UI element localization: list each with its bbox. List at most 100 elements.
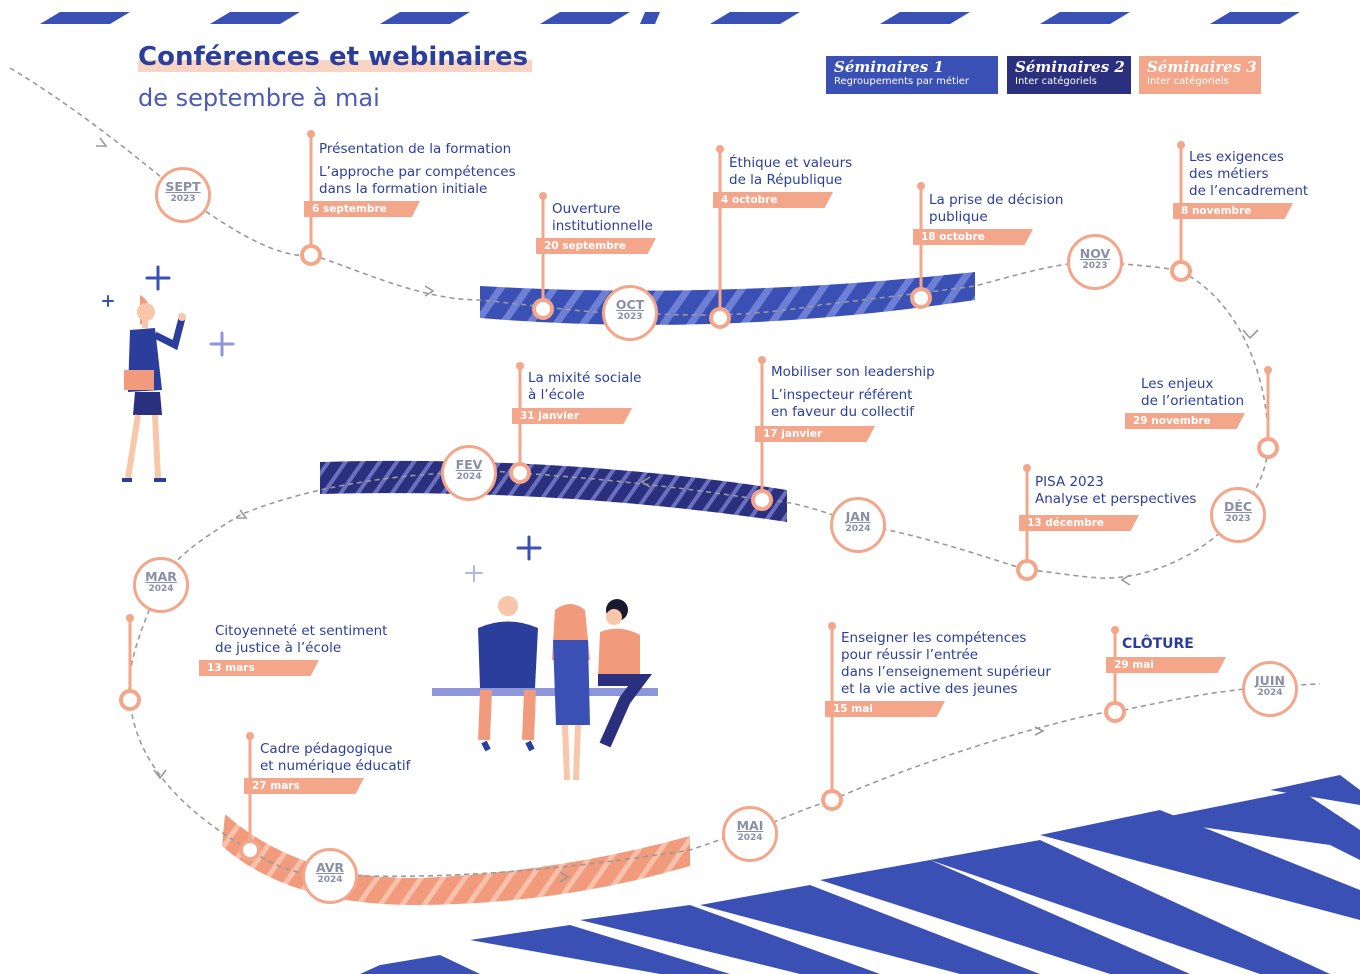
date-tag: 13 mars [199,660,319,676]
pin-head [307,130,315,138]
event-node [751,489,773,511]
date-tag: 18 octobre [913,229,1033,245]
month-label: OCT [615,297,645,312]
event-17-janvier: Mobiliser son leadership L’inspecteur ré… [771,364,935,421]
event-line: Ouverture [552,201,621,217]
event-20-septembre: Ouverture institutionnelle [552,201,653,235]
event-line: Cadre pédagogique [260,741,393,757]
date-tag: 29 mai [1106,657,1226,673]
page-title: Conférences et webinaires [138,42,533,72]
event-line: La prise de décision [929,192,1064,208]
band-seminaires-2 [320,460,787,522]
pin-head [516,362,524,370]
legend-name: Séminaires 1 [834,58,944,76]
date-tag: 13 décembre [1019,515,1139,531]
month-label: MAI [736,818,764,833]
month-year: 2024 [148,584,174,594]
month-label: JUIN [1255,673,1285,688]
date-tag: 8 novembre [1173,203,1293,219]
pin-head [1111,626,1119,634]
event-line: de justice à l’école [215,640,342,656]
legend-seminaires-3: Séminaires 3 Inter catégoriels [1139,56,1261,94]
plus-decorations [102,265,542,582]
event-13-decembre: PISA 2023 Analyse et perspectives [1035,474,1196,508]
month-label: FEV [455,457,483,472]
month-year: 2023 [1225,514,1251,524]
event-line: Citoyenneté et sentiment [215,623,388,639]
legend-name: Séminaires 3 [1147,58,1257,76]
date-tag: 6 septembre [304,201,420,217]
event-line: dans l’enseignement supérieur [841,664,1051,680]
event-line: Éthique et valeurs [729,155,853,171]
event-line: dans la formation initiale [319,181,488,197]
month-label: JAN [845,509,871,524]
event-line: de l’encadrement [1189,183,1309,199]
event-15-mai: Enseigner les compétences pour réussir l… [841,630,1051,698]
month-year: 2023 [1082,261,1108,271]
month-label: SEPT [165,179,201,194]
event-line: publique [929,209,988,225]
event-line: en faveur du collectif [771,404,914,420]
group-illustration [432,596,658,781]
event-29-novembre: Les enjeux de l’orientation [1141,376,1244,410]
event-line: à l’école [528,387,585,403]
month-year: 2024 [317,875,343,885]
legend-desc: Regroupements par métier [834,76,970,87]
legend-desc: Inter catégoriels [1147,76,1229,87]
pin-head [758,356,766,364]
legend-seminaires-1: Séminaires 1 Regroupements par métier [826,56,998,94]
timeline-arrows [96,137,1259,883]
date-tag: 15 mai [825,701,945,717]
top-decoration [40,12,1300,24]
event-line: de l’orientation [1141,393,1245,409]
event-line: Présentation de la formation [319,141,512,157]
event-node [509,462,531,484]
month-year: 2024 [845,524,871,534]
event-line: Mobiliser son leadership [771,364,935,380]
legend-name: Séminaires 2 [1015,58,1125,76]
date-tag: 20 septembre [536,238,656,254]
month-label: NOV [1079,246,1111,261]
event-6-septembre: Présentation de la formation L’approche … [319,141,516,198]
month-year: 2024 [737,833,763,843]
event-node [910,287,932,309]
event-node [239,839,261,861]
date-tag: 29 novembre [1125,413,1245,429]
event-line: L’inspecteur référent [771,387,913,403]
event-line: et la vie active des jeunes [841,681,1018,697]
event-node [1016,559,1038,581]
event-line: Enseigner les compétences [841,630,1027,646]
pin-head [246,732,254,740]
pin-head [1264,366,1272,374]
event-line: et numérique éducatif [260,758,411,774]
legend-seminaires-2: Séminaires 2 Inter catégoriels [1007,56,1131,94]
month-year: 2023 [170,194,196,204]
pin-head [539,192,547,200]
event-18-octobre: La prise de décision publique [929,192,1063,226]
date-tag: 17 janvier [755,426,875,442]
woman-illustration [122,295,186,482]
month-label: AVR [315,860,345,875]
event-node [119,689,141,711]
pin-head [917,182,925,190]
pin-head [126,614,134,622]
event-line: des métiers [1189,166,1269,182]
event-8-novembre: Les exigences des métiers de l’encadreme… [1189,149,1308,200]
event-4-octobre: Éthique et valeurs de la République [729,155,852,189]
event-node [821,789,843,811]
pin-head [716,145,724,153]
month-year: 2023 [617,312,643,322]
date-tag: 31 janvier [512,408,632,424]
event-line: pour réussir l’entrée [841,647,979,663]
page-subtitle: de septembre à mai [138,84,380,112]
event-cloture: CLÔTURE [1122,636,1194,652]
event-line: PISA 2023 [1035,474,1104,490]
pin-head [1023,464,1031,472]
event-node [1170,260,1192,282]
